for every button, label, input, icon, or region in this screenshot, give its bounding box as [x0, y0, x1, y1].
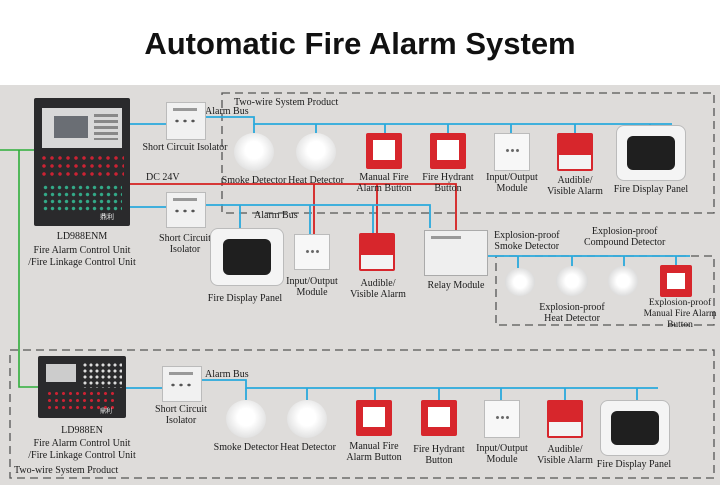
row2-label-1: Input/Output Module — [286, 276, 338, 298]
controller-display — [42, 108, 122, 148]
fire-display-panel-row2 — [210, 228, 284, 286]
alarm-bus-label-bottom: Alarm Bus — [205, 369, 249, 380]
controller-brand: 鼎利 — [100, 213, 114, 221]
alarm-bus-bottom-drops — [245, 388, 638, 400]
smoke-detector-row1 — [234, 133, 274, 171]
dc24v-drops — [313, 184, 378, 234]
controller-sub-model: LD988EN — [61, 425, 103, 436]
explosion-proof-compound-detector — [608, 266, 638, 296]
row1-label-6: Fire Display Panel — [613, 184, 689, 195]
row3-label-1: Heat Detector — [280, 442, 336, 453]
explosion-smoke-label: Explosion-proof Smoke Detector — [494, 230, 560, 252]
top-section-label: Two-wire System Product — [234, 97, 339, 108]
alarm-bus-top — [205, 116, 672, 125]
manual-fire-alarm-button-row1 — [366, 133, 402, 169]
explosion-label-0: Explosion-proof Heat Detector — [539, 302, 605, 324]
row2-label-0: Fire Display Panel — [207, 293, 283, 304]
explosion-compound-label: Explosion-proof Compound Detector — [584, 226, 666, 248]
isolator-bottom-label: Short Circuit Isolator — [155, 404, 207, 426]
alarm-bus-top-drops — [253, 124, 651, 135]
fire-display-panel-row3 — [600, 400, 670, 456]
explosion-proof-heat-detector — [556, 266, 588, 296]
dc24v-label: DC 24V — [146, 172, 180, 183]
fire-hydrant-button-row1 — [430, 133, 466, 169]
row3-label-5: Audible/ Visible Alarm — [537, 444, 593, 466]
explosion-proof-manual-button — [660, 265, 692, 297]
manual-fire-alarm-button-row3 — [356, 400, 392, 436]
alarm-bus-explosion — [488, 255, 690, 268]
audible-visible-alarm-row3 — [547, 400, 583, 438]
controller-ld988enm: 鼎利 — [34, 98, 130, 226]
alarm-bus-mid — [205, 204, 431, 234]
green-link-down — [18, 150, 38, 388]
row1-label-0: Smoke Detector — [221, 175, 287, 186]
input-output-module-row3 — [484, 400, 520, 438]
bottom-system-frame — [9, 349, 715, 479]
input-output-module-row1 — [494, 133, 530, 171]
audible-visible-alarm-row1 — [557, 133, 593, 171]
row2-label-2: Audible/ Visible Alarm — [350, 278, 406, 300]
controller-indicators — [42, 184, 122, 212]
short-circuit-isolator-mid — [166, 192, 206, 228]
top-system-frame — [221, 92, 715, 214]
controller-sub-line1: Fire Alarm Control Unit — [33, 438, 131, 449]
fire-hydrant-button-row3 — [421, 400, 457, 436]
alarm-bus-label-mid: Alarm Bus — [254, 210, 298, 221]
short-circuit-isolator-top — [166, 102, 206, 140]
fire-display-panel-row1 — [616, 125, 686, 181]
input-output-module-row2 — [294, 234, 330, 270]
row1-label-5: Audible/ Visible Alarm — [547, 175, 603, 197]
controller-ld988en: 鼎利 — [38, 356, 126, 418]
controller-keypad — [40, 154, 124, 180]
audible-visible-alarm-row2 — [359, 233, 395, 271]
heat-detector-row1 — [296, 133, 336, 171]
bottom-section-label: Two-wire System Product — [14, 465, 119, 476]
smoke-detector-row3 — [226, 400, 266, 438]
heat-detector-row3 — [287, 400, 327, 438]
row3-label-0: Smoke Detector — [213, 442, 279, 453]
row1-label-3: Fire Hydrant Button — [422, 172, 474, 194]
relay-module — [424, 230, 488, 276]
row1-label-2: Manual Fire Alarm Button — [356, 172, 412, 194]
row3-label-3: Fire Hydrant Button — [413, 444, 465, 466]
isolator-mid-label: Short Circuit Isolator — [159, 233, 211, 255]
explosion-label-1: Explosion-proof Manual Fire Alarm Button — [643, 298, 717, 330]
controller-main-model: LD988ENM — [56, 231, 108, 242]
dc24v-line — [130, 183, 457, 234]
row3-label-6: Fire Display Panel — [596, 459, 672, 470]
row1-label-1: Heat Detector — [288, 175, 344, 186]
row3-label-2: Manual Fire Alarm Button — [346, 441, 402, 463]
controller-main-line2: /Fire Linkage Control Unit — [28, 257, 136, 268]
alarm-bus-bottom — [200, 379, 658, 389]
controller-main-line1: Fire Alarm Control Unit — [33, 245, 131, 256]
short-circuit-isolator-bottom — [162, 366, 202, 402]
row1-label-4: Input/Output Module — [486, 172, 538, 194]
explosion-proof-smoke-detector — [505, 268, 535, 296]
alarm-bus-label-top: Alarm Bus — [205, 106, 249, 117]
diagram-title: Automatic Fire Alarm System — [144, 26, 576, 61]
isolator-top-label: Short Circuit Isolator — [142, 142, 228, 153]
controller-sub-line2: /Fire Linkage Control Unit — [28, 450, 136, 461]
controller-sub-brand: 鼎利 — [100, 408, 113, 415]
row3-label-4: Input/Output Module — [476, 443, 528, 465]
title-bar: Automatic Fire Alarm System — [0, 0, 720, 85]
row2-label-3: Relay Module — [427, 280, 485, 291]
